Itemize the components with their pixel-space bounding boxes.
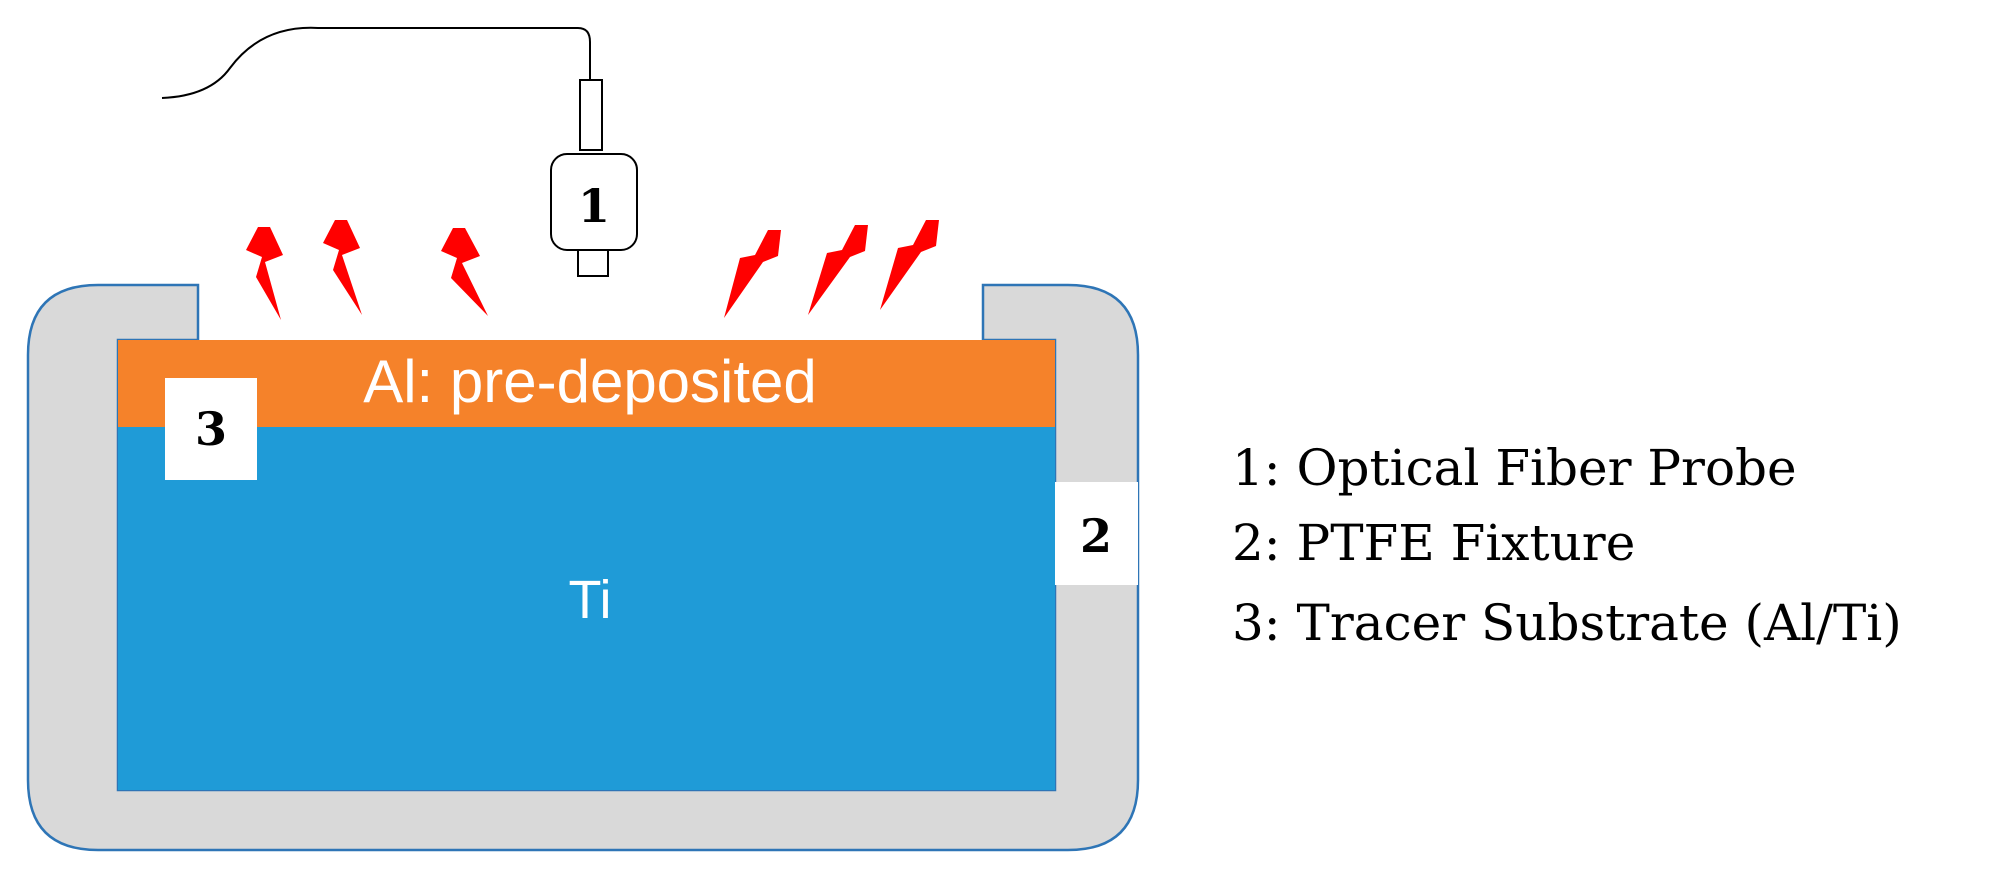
ti-substrate [118, 400, 1055, 790]
legend-item-substrate: 3: Tracer Substrate (Al/Ti) [1232, 594, 1902, 652]
spark-bolt [724, 230, 781, 318]
spark-bolt [441, 228, 488, 316]
al-layer [118, 340, 1055, 427]
spark-bolt [808, 225, 868, 315]
ptfe-fixture [26, 283, 1140, 852]
fixture-marker: 2 [1080, 509, 1112, 563]
emission-sparks [246, 220, 939, 320]
spark-bolt [246, 227, 283, 320]
legend-item-probe: 1: Optical Fiber Probe [1232, 439, 1797, 497]
al-layer-label: Al: pre-deposited [363, 348, 817, 415]
spark-bolt [323, 220, 362, 315]
legend-item-fixture: 2: PTFE Fixture [1232, 514, 1635, 572]
spark-bolt [880, 220, 939, 310]
ti-layer-label: Ti [569, 570, 612, 630]
optical-fiber-probe: 1 [550, 79, 638, 277]
probe-marker: 1 [578, 179, 610, 233]
fiber-cable [161, 26, 591, 99]
fixture-marker-box [1055, 482, 1138, 585]
substrate-marker-box [165, 378, 257, 480]
legend: 1: Optical Fiber Probe 2: PTFE Fixture 3… [1232, 439, 1902, 652]
substrate-marker: 3 [195, 402, 227, 456]
